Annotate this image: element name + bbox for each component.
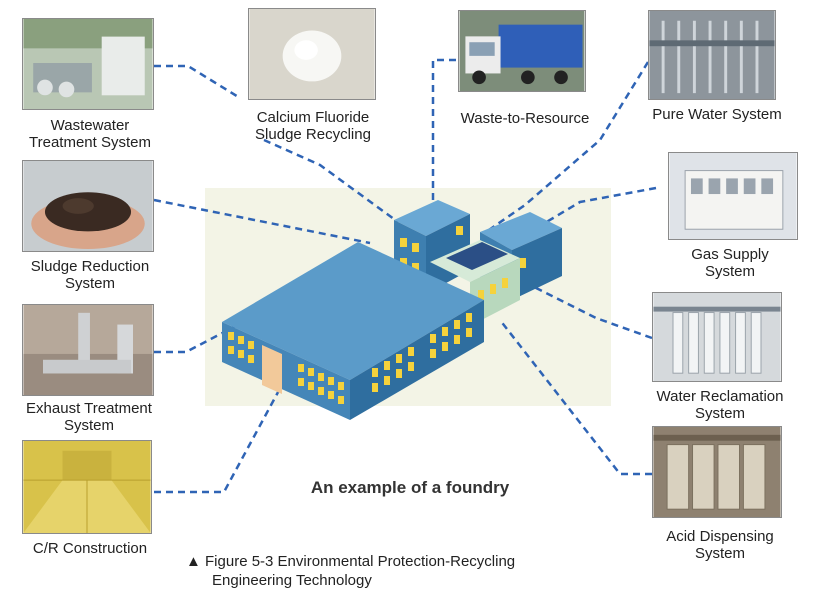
label-calcium-line1: Calcium Fluoride [256,109,370,126]
label-pure-water: Pure Water System [632,106,802,123]
label-wastewater: Wastewater Treatment System [8,117,172,151]
label-wastewater-line2: Treatment System [29,134,151,151]
label-exhaust-treatment: Exhaust Treatment System [4,400,174,434]
label-sludge-line2: System [64,275,115,292]
foundry-caption: An example of a foundry [310,478,510,497]
label-cr-line1: C/R Construction [32,540,148,557]
figure-caption-line1: ▲ Figure 5-3 Environmental Protection-Re… [186,553,516,570]
label-reclaim-line1: Water Reclamation [656,388,784,405]
wastewater-photo [22,18,154,110]
label-calcium-line2: Sludge Recycling [255,126,371,143]
acid-dispensing-photo [652,426,782,518]
label-calcium-fluoride: Calcium Fluoride Sludge Recycling [238,109,388,143]
label-exhaust-line1: Exhaust Treatment [26,400,152,417]
waste-truck-photo [458,10,586,92]
cr-construction-photo [22,440,152,534]
water-reclamation-photo [652,292,782,382]
label-acid-line1: Acid Dispensing [666,528,774,545]
label-reclaim-line2: System [694,405,745,422]
exhaust-treatment-photo [22,304,154,396]
label-gas-line2: System [704,263,755,280]
label-sludge-reduction: Sludge Reduction System [8,258,172,292]
label-waste-to-resource: Waste-to-Resource [440,110,610,127]
figure-caption: ▲ Figure 5-3 Environmental Protection-Re… [186,552,626,590]
label-acid-dispensing: Acid Dispensing System [640,528,800,562]
label-gas-supply: Gas Supply System [660,246,800,280]
sludge-reduction-photo [22,160,154,252]
label-waste-line1: Waste-to-Resource [460,110,590,127]
label-pure-line1: Pure Water System [652,106,782,123]
label-wastewater-line1: Wastewater [50,117,130,134]
label-exhaust-line2: System [63,417,114,434]
calcium-fluoride-photo [248,8,376,100]
label-cr-construction: C/R Construction [8,540,172,557]
label-acid-line2: System [694,545,745,562]
figure-caption-line2: Engineering Technology [212,572,372,589]
label-water-reclamation: Water Reclamation System [634,388,806,422]
label-sludge-line1: Sludge Reduction [30,258,150,275]
gas-supply-photo [668,152,798,240]
label-gas-line1: Gas Supply [691,246,769,263]
pure-water-photo [648,10,776,100]
